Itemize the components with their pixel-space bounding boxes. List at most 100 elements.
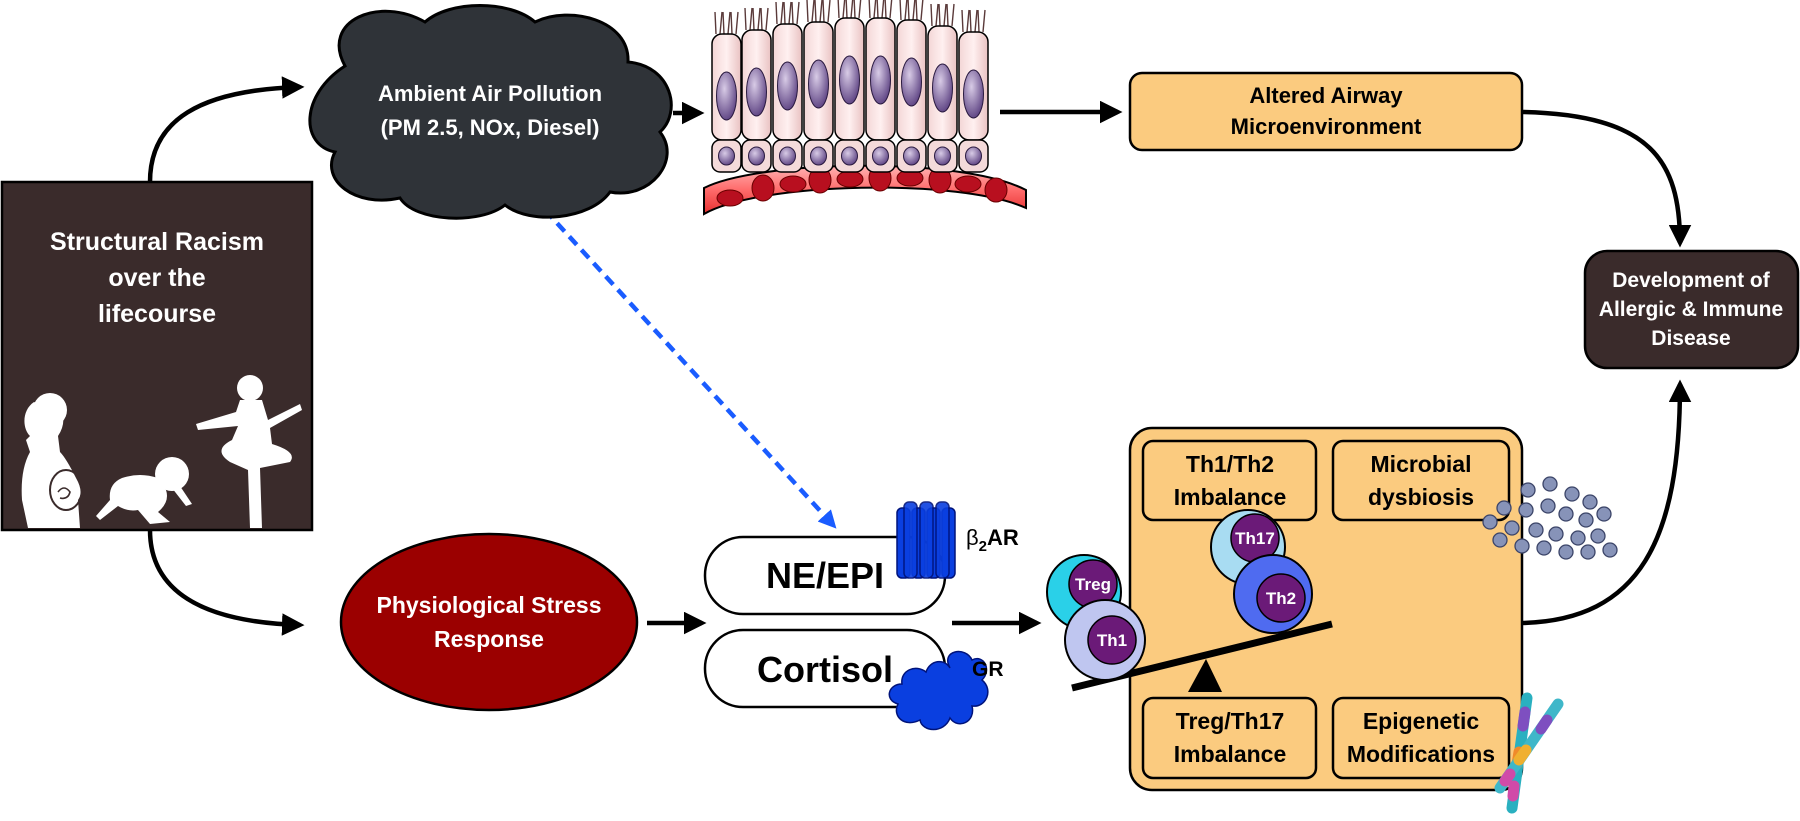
microbe: [1514, 538, 1530, 554]
cilium: [889, 0, 893, 19]
structural-racism-box: Structural Racism over the lifecourse: [0, 180, 314, 532]
microbe: [1496, 500, 1512, 516]
microbial-line-2: dysbiosis: [1368, 484, 1474, 510]
cilium: [791, 1, 794, 25]
microbe: [1542, 476, 1558, 492]
cilium: [938, 3, 941, 27]
cilium: [845, 0, 848, 19]
stress-line-1: Physiological Stress: [377, 592, 602, 618]
disease-line-1: Development of: [1612, 269, 1771, 292]
racism-line-1: Structural Racism: [50, 228, 264, 256]
cilium: [935, 3, 939, 27]
cilium: [822, 0, 825, 23]
microbe: [1558, 506, 1574, 522]
altered-airway-box: Altered Airway Microenvironment: [1128, 71, 1524, 152]
microbe: [1596, 506, 1612, 522]
cilium: [730, 11, 733, 35]
basal-nucleus: [841, 146, 858, 166]
cell-nucleus: [777, 61, 798, 111]
cilium: [946, 3, 949, 27]
cell-nucleus: [870, 55, 891, 105]
arrow-racism-to-pollution: [147, 76, 305, 183]
th1-th2-imbalance-box: Th1/Th2 Imbalance: [1141, 439, 1318, 522]
cilium: [961, 9, 964, 33]
cilium: [915, 0, 918, 21]
cilium: [827, 0, 831, 23]
cell-nucleus: [839, 55, 860, 105]
gr-receptor-icon: [888, 650, 989, 731]
microbe: [1570, 530, 1586, 546]
cilium: [969, 9, 972, 33]
beta2-receptor-label: β2AR: [966, 525, 1019, 555]
th2-label: Th2: [1266, 589, 1296, 608]
epigenetic-modifications-box: Epigenetic Modifications: [1331, 696, 1511, 780]
th1-label: Th1: [1097, 631, 1127, 650]
cilium: [907, 0, 910, 21]
cilium: [837, 0, 840, 19]
basal-nucleus: [965, 146, 982, 166]
microbe: [1528, 522, 1544, 538]
stress-response-ellipse: Physiological Stress Response: [339, 532, 639, 712]
th17-cell: Th17: [1210, 509, 1286, 585]
cell-nucleus: [716, 71, 737, 121]
cilium: [806, 0, 809, 23]
microbe: [1580, 544, 1596, 560]
airway-line-1: Altered Airway: [1249, 83, 1403, 108]
cilium: [783, 1, 786, 25]
ne-epi-label: NE/EPI: [766, 555, 884, 596]
microbe: [1578, 512, 1594, 528]
microbe: [1548, 526, 1564, 542]
cilium: [876, 0, 879, 19]
microbe: [1564, 486, 1580, 502]
th2-cell: Th2: [1233, 554, 1313, 634]
cilium: [912, 0, 916, 21]
treg-th17-line-2: Imbalance: [1174, 741, 1287, 767]
microbial-line-1: Microbial: [1371, 451, 1472, 477]
microbe: [1492, 532, 1508, 548]
th1-cell: Th1: [1064, 599, 1146, 681]
pregnant-woman-icon: [21, 393, 83, 528]
fulcrum-triangle: [1188, 659, 1222, 692]
cell-nucleus: [901, 57, 922, 107]
airway-line-2: Microenvironment: [1231, 114, 1422, 139]
microbe: [1540, 498, 1556, 514]
cilium: [811, 0, 815, 23]
th17-label: Th17: [1235, 529, 1275, 548]
cilium: [966, 9, 970, 33]
microbe-cluster-icon: [1482, 476, 1618, 560]
microbial-dysbiosis-box: Microbial dysbiosis: [1331, 439, 1511, 522]
basal-nucleus: [872, 146, 889, 166]
arrow-racism-to-stress: [147, 529, 305, 636]
cilium: [899, 0, 902, 21]
basal-nucleus: [748, 146, 765, 166]
cilium: [982, 9, 986, 33]
cilium: [788, 1, 792, 25]
microbe: [1602, 542, 1618, 558]
epigenetic-line-2: Modifications: [1347, 741, 1495, 767]
cilium: [853, 0, 856, 19]
airway-epithelium-icon: [703, 0, 1027, 216]
cilium: [850, 0, 854, 19]
microbe: [1582, 494, 1598, 510]
basal-nucleus: [779, 146, 796, 166]
cilium: [873, 0, 877, 19]
pollution-cloud: Ambient Air Pollution (PM 2.5, NOx, Dies…: [308, 4, 673, 220]
epithelial-cells: [711, 0, 989, 173]
cilium: [780, 1, 784, 25]
treg-th17-line-1: Treg/Th17: [1176, 708, 1285, 734]
cilium: [719, 11, 723, 35]
microbe: [1558, 544, 1574, 560]
ne-epi-pill: NE/EPI: [703, 535, 947, 616]
treg-th17-imbalance-box: Treg/Th17 Imbalance: [1141, 696, 1318, 780]
th1-th2-line-2: Imbalance: [1174, 484, 1287, 510]
cilium: [757, 7, 761, 31]
cloud-line-1: Ambient Air Pollution: [378, 81, 602, 106]
arrow-airway-to-disease: [1522, 109, 1692, 248]
disease-line-3: Disease: [1651, 327, 1730, 350]
cell-nucleus: [932, 63, 953, 113]
cilium: [842, 0, 846, 19]
cilium: [884, 0, 887, 19]
immune-panel: Th1/Th2 Imbalance Microbial dysbiosis Tr…: [1128, 426, 1524, 792]
racism-line-3: lifecourse: [98, 300, 216, 328]
basal-nucleus: [718, 146, 735, 166]
